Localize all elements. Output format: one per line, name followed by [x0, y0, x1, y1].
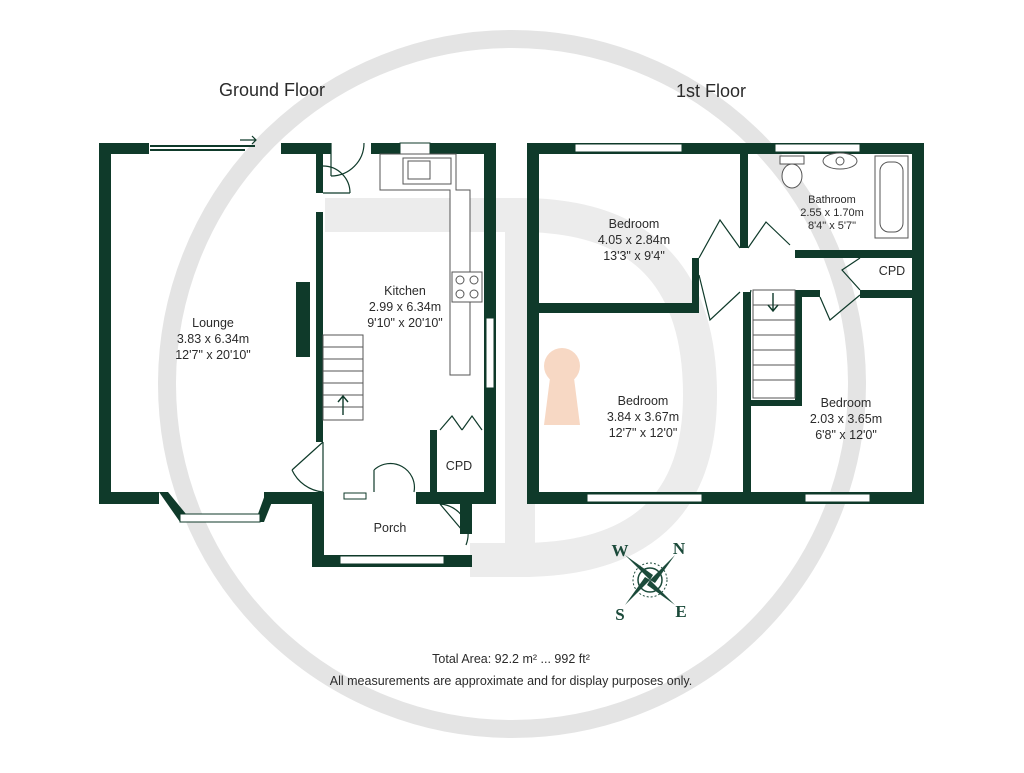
kitchen-metric: 2.99 x 6.34m: [369, 300, 441, 314]
watermark-logo: [158, 30, 866, 738]
bedroom1-name: Bedroom: [609, 217, 660, 231]
lounge-metric: 3.83 x 6.34m: [177, 332, 249, 346]
compass-rose-icon: N W S E: [612, 539, 687, 624]
disclaimer: All measurements are approximate and for…: [330, 674, 692, 688]
bedroom1-metric: 4.05 x 2.84m: [598, 233, 670, 247]
bedroom2-name: Bedroom: [618, 394, 669, 408]
compass-w: W: [612, 541, 629, 560]
ground-cpd-label: CPD: [446, 459, 472, 473]
lounge-imperial: 12'7" x 20'10": [175, 348, 251, 362]
bedroom3-name: Bedroom: [821, 396, 872, 410]
first-stairs: [752, 289, 796, 399]
ground-floor-plan: CPD Lounge 3.83 x 6.34m 12'7" x 20'10" K…: [99, 135, 496, 567]
bathroom-metric: 2.55 x 1.70m: [800, 207, 864, 219]
bedroom3-metric: 2.03 x 3.65m: [810, 412, 882, 426]
lounge-name: Lounge: [192, 316, 234, 330]
kitchen-name: Kitchen: [384, 284, 426, 298]
compass-e: E: [675, 602, 686, 621]
compass-s: S: [615, 605, 624, 624]
first-floor-plan: Bedroom 4.05 x 2.84m 13'3" x 9'4" Bathro…: [527, 143, 924, 504]
total-area: Total Area: 92.2 m² ... 992 ft²: [432, 652, 590, 666]
bedroom2-imperial: 12'7" x 12'0": [609, 426, 678, 440]
ground-floor-title: Ground Floor: [219, 80, 325, 100]
bedroom1-imperial: 13'3" x 9'4": [603, 249, 665, 263]
keyhole-watermark: [544, 348, 580, 425]
first-floor-title: 1st Floor: [676, 81, 746, 101]
bathroom-imperial: 8'4" x 5'7": [808, 220, 856, 232]
bedroom3-imperial: 6'8" x 12'0": [815, 428, 877, 442]
ground-stairs: [322, 334, 364, 421]
compass-n: N: [673, 539, 686, 558]
bathroom-name: Bathroom: [808, 194, 856, 206]
porch-name: Porch: [374, 521, 407, 535]
first-cpd-label: CPD: [879, 264, 905, 278]
kitchen-imperial: 9'10" x 20'10": [367, 316, 443, 330]
bedroom2-metric: 3.84 x 3.67m: [607, 410, 679, 424]
